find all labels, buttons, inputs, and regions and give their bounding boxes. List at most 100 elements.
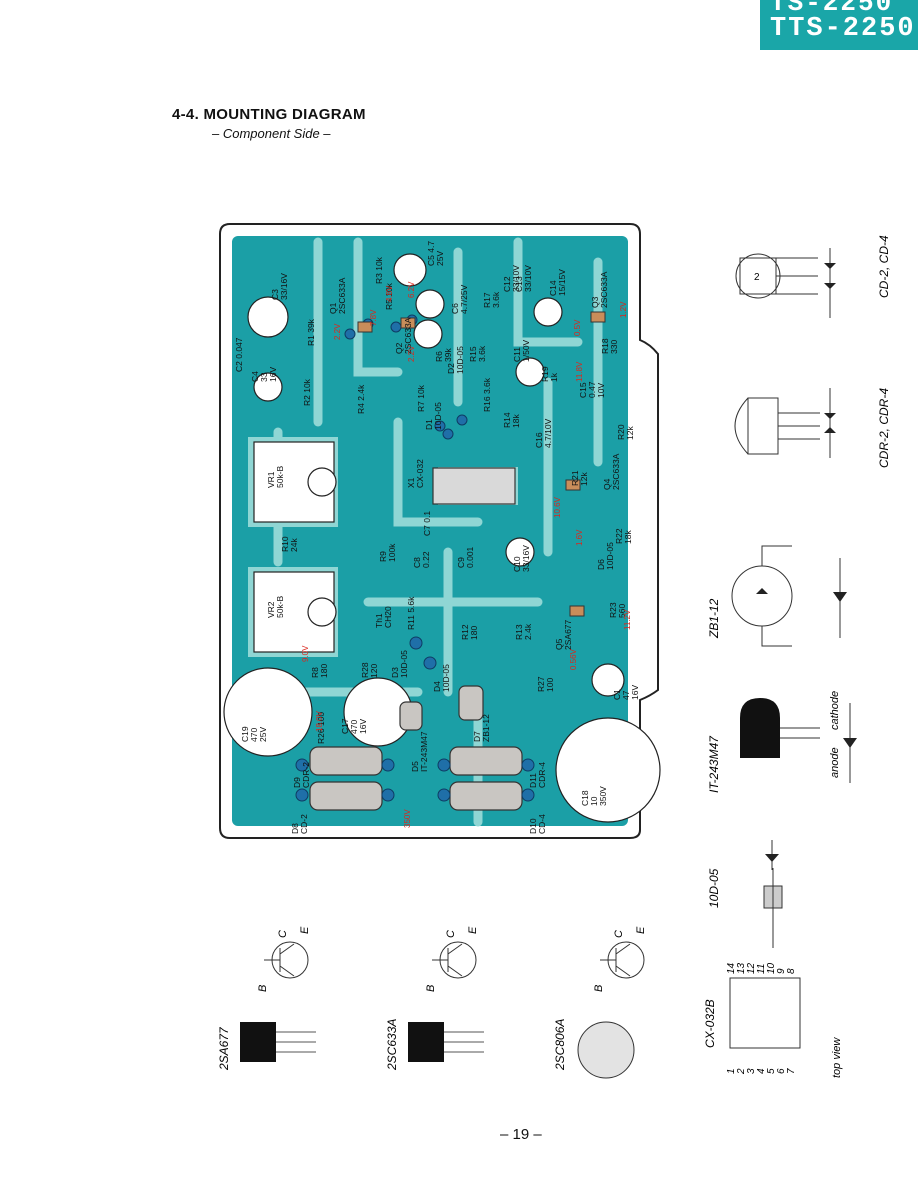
pads — [295, 314, 535, 802]
label-q3: Q32SC633A — [590, 271, 609, 308]
label-d10: D10CD-4 — [528, 814, 547, 834]
cx-pin-9: 9 — [776, 968, 787, 974]
cx-pin-8: 8 — [786, 968, 797, 974]
transistor-2SA677-c: C — [277, 930, 289, 938]
label-x1: X1CX-032 — [406, 459, 425, 488]
label-r3: R3 10k — [374, 256, 384, 284]
voltage-4: 2.2V — [407, 345, 416, 362]
label-r8: R8180 — [310, 664, 329, 678]
label-d7: D7ZB1-12 — [472, 714, 491, 742]
label-d9: D9CDR-2 — [292, 762, 311, 788]
previous-model-label: TS-2250 — [770, 0, 894, 18]
cd-part: 2 CD-2, CD-4 — [735, 235, 891, 318]
voltage-6: 1.2V — [619, 301, 628, 318]
voltage-10: 11.2V — [623, 609, 632, 630]
label-c14: C1415/15V — [548, 269, 567, 296]
ic-x1 — [432, 467, 516, 505]
label-d2: D210D-05 — [446, 346, 465, 374]
transistor-2SC806A-e: E — [635, 926, 647, 934]
label-c13: C1333/10V — [514, 265, 533, 292]
cx-pin-1: 1 — [726, 1068, 737, 1074]
label-vr1: VR150k-B — [266, 465, 285, 488]
transistor-2SA677-b: B — [257, 985, 269, 992]
label-r23: R23560 — [608, 602, 627, 618]
label-r13: R132.4k — [514, 623, 533, 640]
model-label: TTS-2250 — [770, 14, 916, 44]
label-th1: Th1CH20 — [374, 606, 393, 628]
label-c6: C64.7/25V — [450, 284, 469, 314]
label-c16: C164.7/10V — [534, 418, 553, 448]
cx-pin-7: 7 — [786, 1068, 797, 1074]
it-anode-label: anode — [829, 747, 841, 778]
voltage-9: 1.6V — [575, 529, 584, 546]
label-d5: D5IT-243M47 — [410, 731, 429, 772]
transistor-2SC633A-e: E — [467, 926, 479, 934]
label-c17: C1747016V — [340, 718, 368, 734]
voltage-12: 9.0V — [301, 645, 310, 662]
transistor-2SC633A-b: B — [425, 985, 437, 992]
transistor-2SA677 — [240, 941, 316, 1062]
label-r5: R5 10k — [384, 282, 394, 310]
transistor-2SC806A-type: 2SC806A — [553, 1019, 567, 1071]
label-d3: D310D-05 — [390, 650, 409, 678]
cx-pin-6: 6 — [776, 1068, 787, 1074]
label-r28: R28120 — [360, 662, 379, 678]
cx-pin-13: 13 — [736, 962, 747, 974]
label-d11: D11CDR-4 — [528, 762, 547, 788]
voltage-14: 350V — [403, 809, 412, 828]
label-r10: R1024k — [280, 536, 299, 552]
label-r21: R2112k — [570, 470, 589, 486]
label-c12: C1233/10V — [502, 265, 521, 292]
label-r16: R16 3.6k — [482, 377, 492, 412]
cx-pin-5: 5 — [766, 1068, 777, 1074]
voltage-7: 11.8V — [575, 361, 584, 382]
label-r9: R9100k — [378, 543, 397, 562]
label-r27: R27100 — [536, 676, 555, 692]
label-r11: R11 5.6k — [406, 596, 416, 630]
cx-pin-2: 2 — [736, 1068, 747, 1075]
it-title: IT-243M47 — [707, 735, 721, 793]
transistor-2SC806A-c: C — [613, 930, 625, 938]
label-c3: C333/16V — [270, 273, 289, 300]
voltage-3: 6.2V — [407, 281, 416, 298]
label-r19: R191k — [540, 366, 559, 382]
it-part: IT-243M47 anode cathode — [707, 691, 857, 793]
cd-mark: 2 — [754, 272, 760, 283]
label-r7: R7 10k — [416, 384, 426, 412]
voltage-0: 2.2V — [333, 323, 342, 340]
label-q4: Q42SC633A — [602, 453, 621, 490]
d10d-title: 10D-05 — [707, 868, 721, 908]
zb-title: ZB1-12 — [707, 598, 721, 639]
section-subtitle: – Component Side – — [212, 126, 331, 141]
label-c11: C111/50V — [512, 339, 531, 362]
cx-pin-11: 11 — [756, 964, 767, 974]
transistor-2SC633A-type: 2SC633A — [385, 1019, 399, 1071]
label-q1: Q12SC633A — [328, 277, 347, 314]
label-c8: C80.22 — [412, 551, 431, 568]
label-d8: D8CD-2 — [290, 814, 309, 834]
voltage-13: 18.0V — [315, 710, 324, 732]
voltage-11: 0.56V — [569, 648, 578, 670]
label-r17: R173.6k — [482, 291, 501, 308]
label-r18: R18330 — [600, 338, 619, 354]
label-c2: C2 0.047 — [234, 337, 244, 372]
cx-pin-14: 14 — [726, 962, 737, 974]
label-r6: R639k — [434, 348, 453, 362]
transistor-2SC633A — [408, 941, 484, 1062]
label-c10: C1033/16V — [512, 545, 531, 572]
label-c18: C1810350V — [580, 786, 608, 806]
transistor-2SA677-type: 2SA677 — [217, 1026, 231, 1071]
label-d1: D110D-05 — [424, 402, 443, 430]
label-q2: Q22SC633A — [394, 317, 413, 354]
label-c5: C5 4.725V — [426, 241, 445, 266]
transistor-2SC806A — [577, 941, 645, 1079]
zb-part: ZB1-12 — [707, 545, 847, 647]
label-d6: D610D-05 — [596, 542, 615, 570]
voltage-8: 10.6V — [553, 496, 562, 518]
